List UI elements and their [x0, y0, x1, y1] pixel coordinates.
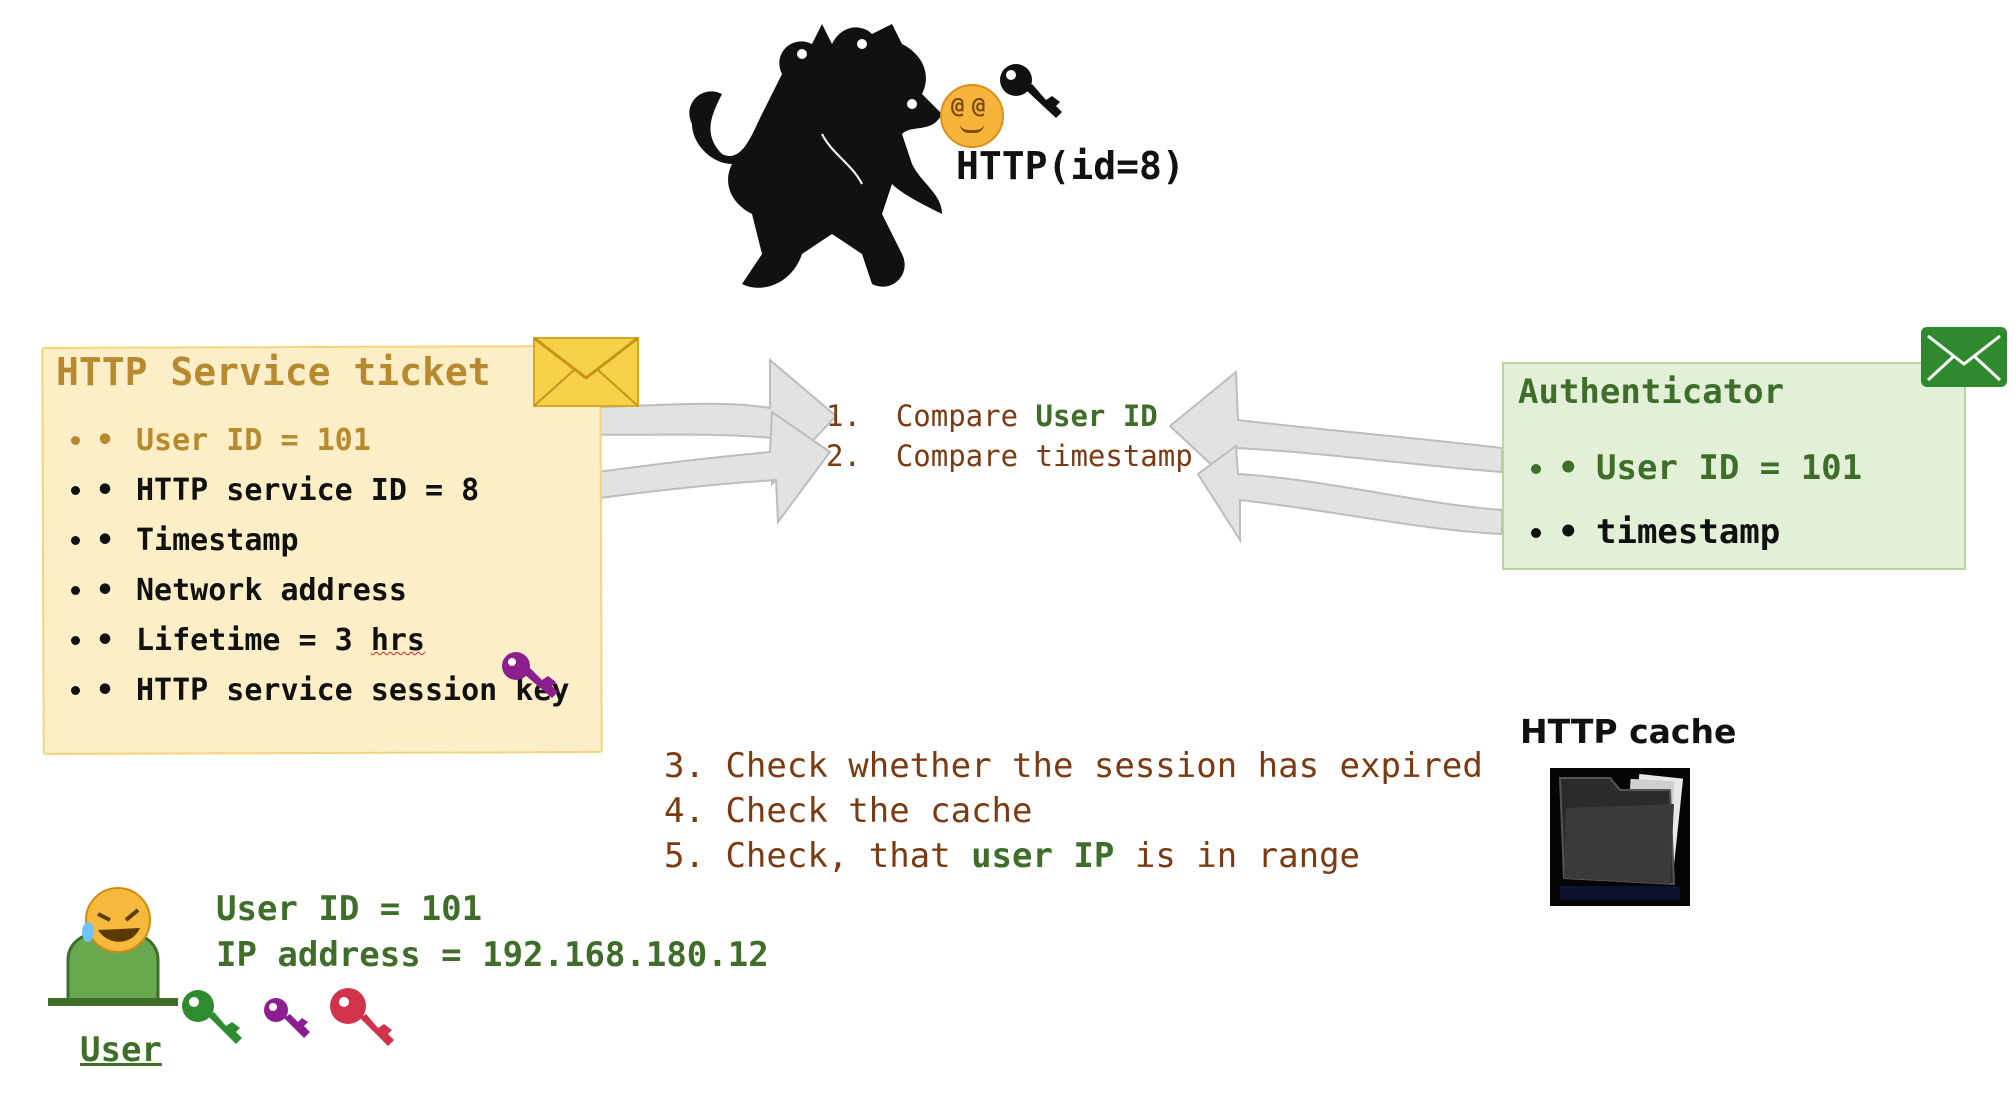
step-2: 2. Compare timestamp [826, 439, 1193, 473]
authenticator-title: Authenticator [1518, 372, 1785, 412]
authenticator-items: •User ID = 101 •timestamp [1518, 448, 1862, 576]
yellow-envelope-icon [533, 336, 639, 407]
step-4: 4. Check the cache [664, 791, 1033, 831]
ticket-item: •Timestamp [96, 524, 569, 574]
user-keys [182, 988, 394, 1046]
ticket-items: •User ID = 101 •HTTP service ID = 8 •Tim… [56, 424, 569, 724]
user-ip-line: IP address = 192.168.180.12 [216, 935, 769, 975]
step-5: 5. Check, that user IP is in range [664, 836, 1361, 876]
authenticator-item: •timestamp [1558, 512, 1862, 576]
check-steps: 3. Check whether the session has expired… [664, 744, 1483, 879]
ticket-item: •Lifetime = 3 hrs [96, 624, 569, 674]
step-3: 3. Check whether the session has expired [664, 746, 1483, 786]
ticket-item: •User ID = 101 [96, 424, 569, 474]
arrow-userid-auth [1168, 369, 1503, 487]
authenticator-item: •User ID = 101 [1558, 448, 1862, 512]
folder-icon [1550, 768, 1690, 906]
dizzy-face-icon [940, 84, 1004, 148]
ticket-item: •Network address [96, 574, 569, 624]
ticket-item: •HTTP service ID = 8 [96, 474, 569, 524]
black-key-icon [1000, 64, 1062, 118]
purple-key-icon [264, 998, 310, 1038]
compare-steps: 1. Compare User ID 2. Compare timestamp [826, 396, 1193, 476]
http-cache-label: HTTP cache [1520, 712, 1737, 751]
red-key-icon [330, 988, 394, 1046]
ticket-item: •HTTP service session key [96, 674, 569, 724]
ticket-title: HTTP Service ticket [56, 350, 491, 394]
cerberus-icon [689, 24, 942, 288]
user-label: User [80, 1030, 162, 1070]
step-1: 1. Compare User ID [826, 399, 1158, 433]
user-avatar [48, 887, 178, 1006]
green-envelope-icon [1921, 327, 2007, 387]
purple-key-icon [502, 652, 558, 698]
arrow-timestamp-auth [1196, 444, 1503, 544]
user-info: User ID = 101 IP address = 192.168.180.1… [216, 886, 769, 978]
user-id-line: User ID = 101 [216, 889, 483, 929]
authenticator-card [1502, 362, 1966, 570]
http-service-label: HTTP(id=8) [956, 144, 1185, 188]
green-key-icon [182, 990, 242, 1044]
